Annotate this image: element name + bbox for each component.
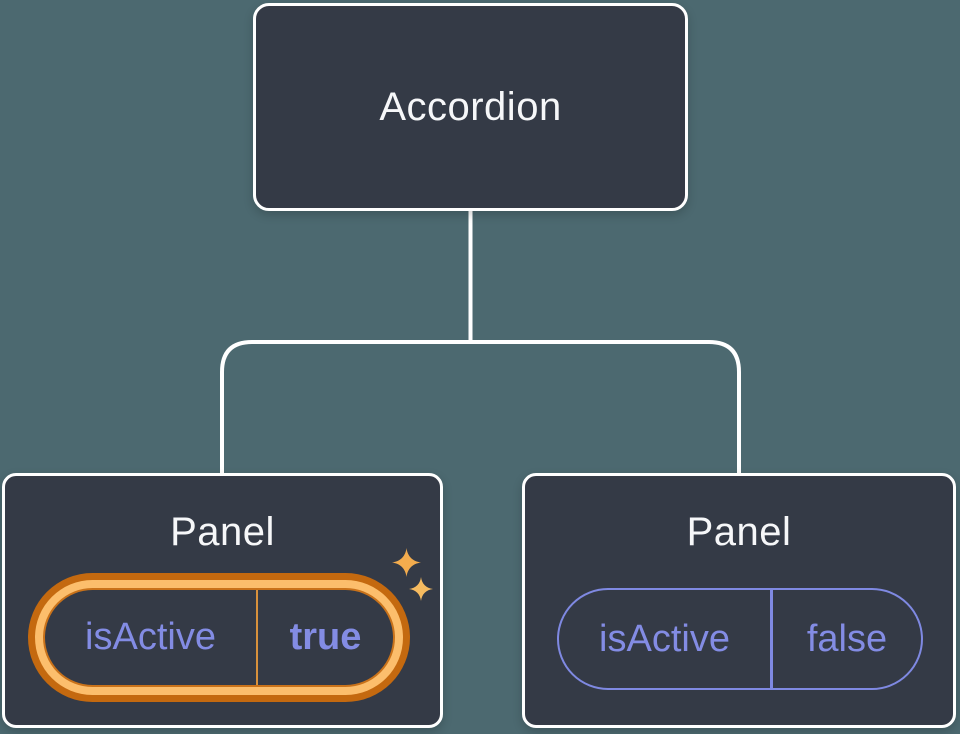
prop-value: false (806, 617, 888, 660)
pill-divider (256, 590, 258, 685)
component-node-panel-inactive: Panel isActive false (522, 473, 956, 728)
prop-value: true (289, 616, 362, 658)
pill-divider (770, 590, 773, 688)
component-node-panel-active: Panel isActive true (2, 473, 443, 728)
component-label-panel: Panel (686, 510, 792, 554)
connector-branch-bracket (220, 340, 741, 475)
component-label-accordion: Accordion (379, 84, 562, 129)
prop-name: isActive (85, 616, 216, 658)
component-label-panel: Panel (170, 510, 275, 554)
component-node-accordion: Accordion (253, 3, 688, 211)
prop-name: isActive (599, 617, 730, 660)
prop-pill-active: isActive true (43, 588, 395, 687)
prop-pill-inactive: isActive false (557, 588, 923, 690)
